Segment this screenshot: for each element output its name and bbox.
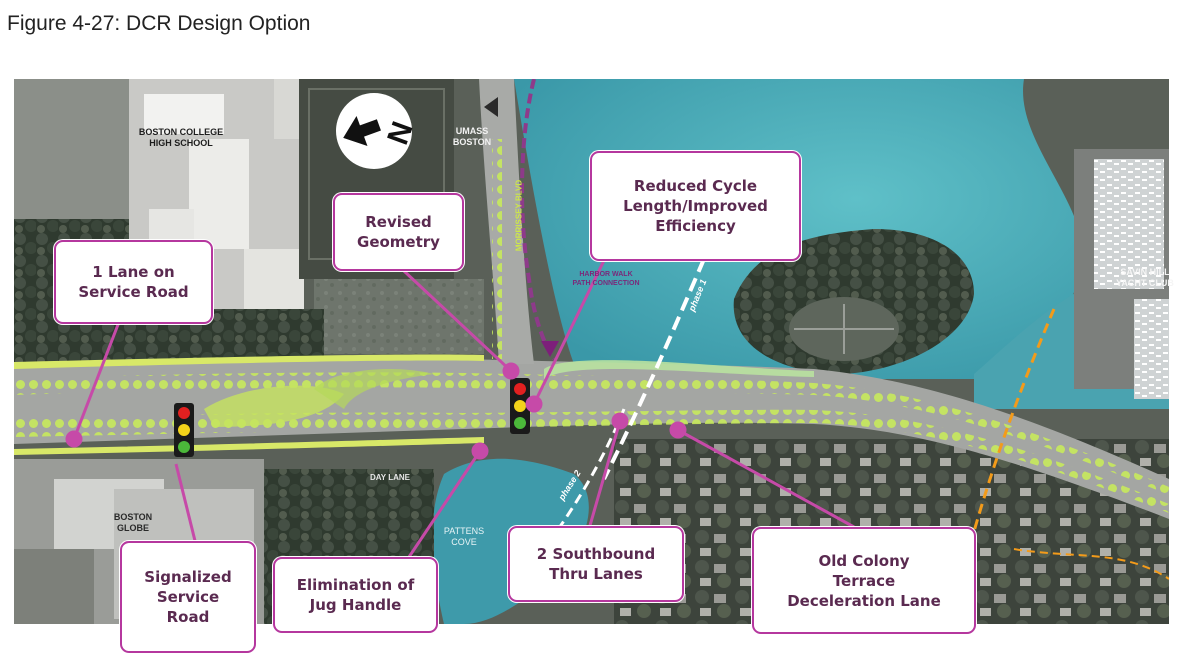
label-morrissey: MORRISSEY BLVD bbox=[514, 179, 524, 252]
label-savin-hill: SAVIN HILL YACHT CLUB bbox=[1116, 267, 1174, 288]
label-harbor-walk: HARBOR WALK PATH CONNECTION bbox=[572, 271, 640, 287]
harbor-walk-path bbox=[520, 79, 556, 361]
traffic-signal-main bbox=[510, 378, 530, 434]
callout-elimination-jug-handle: Elimination of Jug Handle bbox=[273, 557, 438, 633]
phase-line bbox=[602, 258, 706, 480]
harbor-walk-arrow bbox=[541, 341, 559, 357]
label-boston-globe: BOSTON GLOBE bbox=[113, 512, 153, 533]
callout-old-colony: Old Colony Terrace Deceleration Lane bbox=[752, 527, 976, 634]
callout-revised-geometry: Revised Geometry bbox=[333, 193, 464, 271]
label-bc-high: BOSTON COLLEGE HIGH SCHOOL bbox=[138, 127, 224, 148]
figure-title: Figure 4-27: DCR Design Option bbox=[7, 12, 311, 35]
callout-one-lane: 1 Lane on Service Road bbox=[54, 240, 213, 324]
label-umass: UMASS BOSTON bbox=[452, 126, 492, 147]
traffic-signal-service-road bbox=[174, 403, 194, 457]
callout-signalized-service-road: Signalized Service Road bbox=[120, 541, 256, 653]
callout-southbound-lanes: 2 Southbound Thru Lanes bbox=[508, 526, 684, 602]
callout-reduced-cycle: Reduced Cycle Length/Improved Efficiency bbox=[590, 151, 801, 261]
parking-area bbox=[14, 79, 134, 219]
label-day-lane: DAY LANE bbox=[369, 473, 410, 482]
project-boundary bbox=[967, 308, 1056, 550]
umass-direction-arrow bbox=[484, 97, 498, 117]
jug-handle-removed bbox=[204, 385, 344, 427]
north-arrow-icon: N bbox=[336, 93, 420, 169]
label-pattens-cove: PATTENS COVE bbox=[443, 526, 485, 547]
